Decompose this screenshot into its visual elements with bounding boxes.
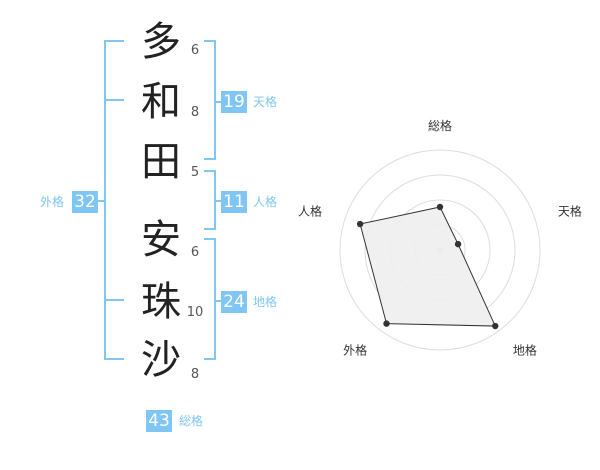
gaikaku-bracket-tick — [104, 358, 124, 360]
jinkaku-badge: 11 — [221, 191, 247, 213]
tenkaku-bracket-connector — [214, 101, 222, 103]
soukaku-label: 総格 — [179, 414, 204, 428]
name-char-3: 田 — [141, 139, 181, 185]
stroke-count-5: 10 — [186, 305, 204, 320]
gaikaku-bracket-tick — [104, 99, 124, 101]
chikaku-badge: 24 — [221, 291, 247, 313]
stroke-count-6: 8 — [190, 367, 200, 382]
jinkaku-bracket-connector — [214, 200, 222, 202]
jinkaku-label: 人格 — [253, 195, 278, 209]
radar-point-2 — [454, 240, 462, 248]
name-char-4: 安 — [141, 217, 181, 263]
name-char-1: 多 — [141, 19, 181, 65]
gaikaku-badge: 32 — [72, 191, 98, 213]
stroke-count-3: 5 — [190, 165, 200, 180]
radar-series-area — [359, 206, 497, 327]
name-char-6: 沙 — [141, 337, 181, 383]
radar-axis-label: 地格 — [513, 342, 537, 357]
radar-grid-ring — [364, 174, 516, 326]
radar-point-4 — [383, 320, 390, 327]
gaikaku-bracket-tick — [104, 40, 124, 42]
tenkaku-badge: 19 — [221, 91, 247, 113]
soukaku-badge: 43 — [146, 410, 172, 432]
radar-grid-ring — [339, 149, 541, 351]
tenkaku-bracket-tick — [204, 158, 216, 160]
radar-grid-ring — [389, 199, 491, 301]
chikaku-bracket-tick — [204, 358, 216, 360]
stroke-count-4: 6 — [190, 245, 200, 260]
radar-axis-label: 天格 — [558, 204, 582, 219]
radar-axis-label: 総格 — [428, 118, 452, 133]
tenkaku-bracket-tick — [204, 40, 216, 42]
chikaku-bracket-tick — [204, 238, 216, 240]
chikaku-bracket-connector — [214, 300, 222, 302]
radar-point-5 — [356, 220, 364, 228]
name-char-5: 珠 — [141, 279, 181, 325]
name-char-2: 和 — [141, 79, 181, 125]
stroke-count-1: 6 — [190, 43, 200, 58]
gaikaku-bracket-connector — [98, 200, 106, 202]
radar-center-dot — [437, 247, 443, 253]
jinkaku-bracket-tick — [204, 228, 216, 230]
radar-axis-label: 人格 — [298, 204, 322, 219]
tenkaku-label: 天格 — [253, 95, 278, 109]
stroke-count-2: 8 — [190, 105, 200, 120]
radar-grid-ring — [414, 224, 466, 276]
radar-point-3 — [492, 322, 499, 330]
gaikaku-label: 外格 — [40, 195, 65, 209]
jinkaku-bracket-tick — [204, 170, 216, 172]
radar-point-1 — [436, 203, 444, 211]
chikaku-bracket-vertical — [214, 238, 216, 360]
chikaku-label: 地格 — [253, 295, 278, 309]
radar-axis-label: 外格 — [343, 342, 367, 357]
gaikaku-bracket-tick — [104, 299, 124, 301]
tenkaku-bracket-vertical — [214, 40, 216, 160]
